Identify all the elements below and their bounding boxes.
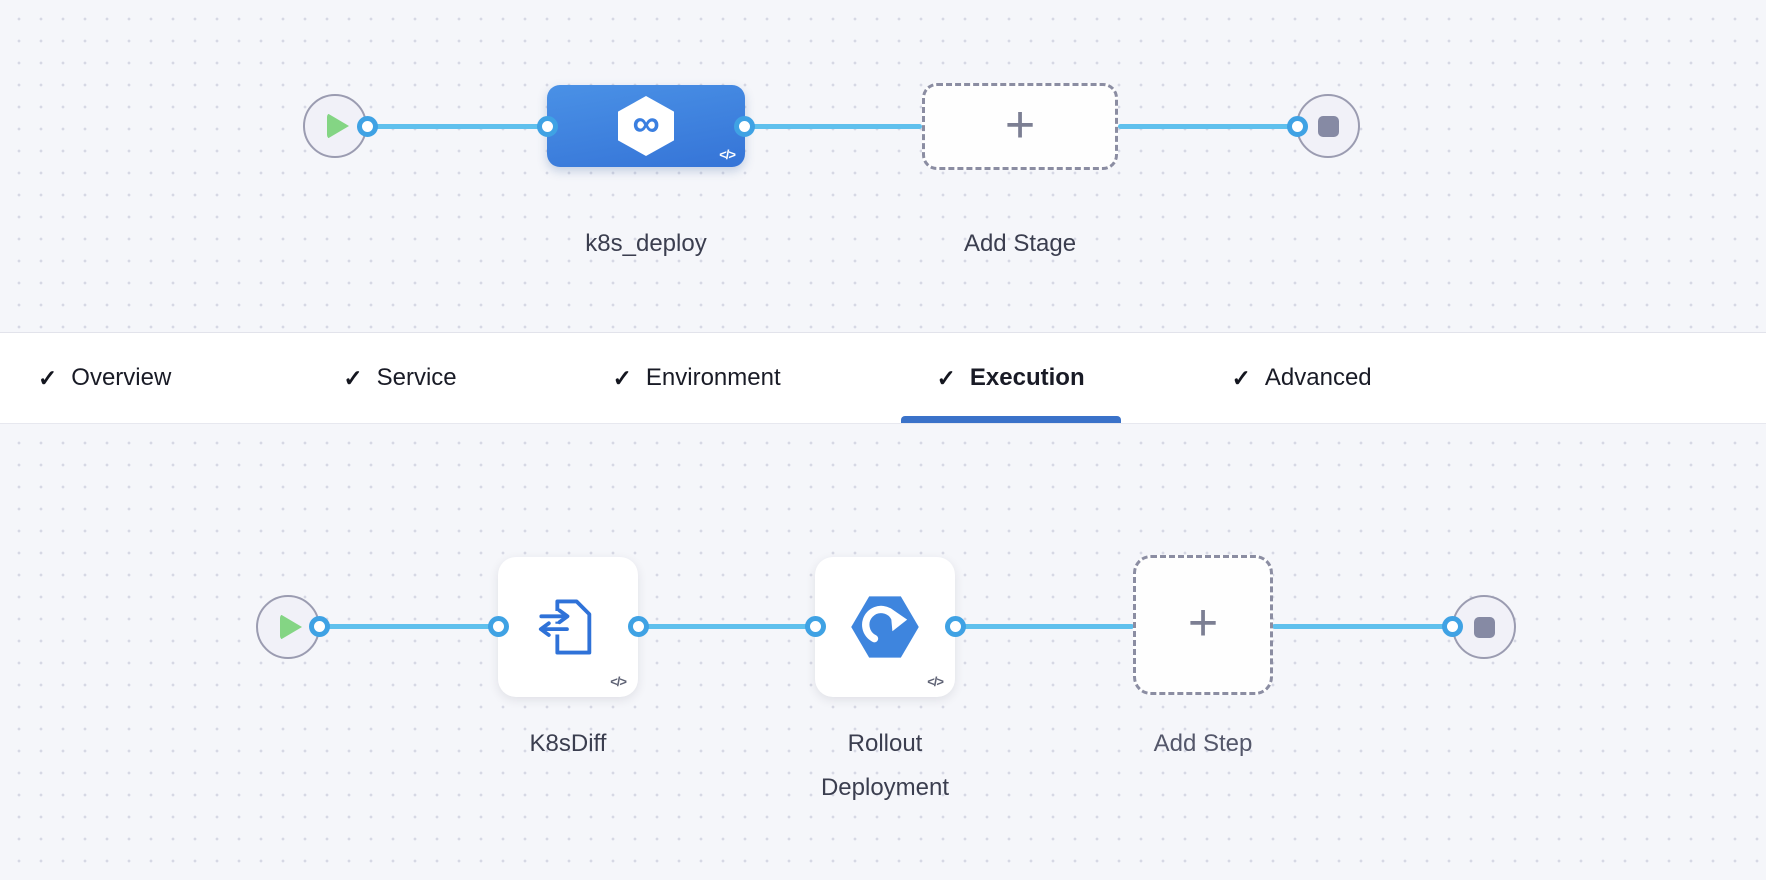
port-start-out — [357, 116, 378, 137]
edge-add-stage-to-end — [1118, 124, 1298, 129]
step-node-rollout-deployment[interactable]: </> — [815, 557, 955, 697]
stage-pipeline-canvas: ∞ </> + k8s_deploy Add Stage — [0, 0, 1766, 332]
check-icon: ✓ — [343, 364, 363, 391]
add-stage-button[interactable]: + — [922, 83, 1118, 170]
port-k8sdiff-out — [628, 616, 649, 637]
port-end-in — [1287, 116, 1308, 137]
tab-label: Service — [376, 364, 457, 391]
edge-stage-to-add-stage — [744, 124, 922, 129]
rollout-deployment-icon — [851, 596, 919, 658]
check-icon: ✓ — [38, 364, 58, 391]
play-icon — [327, 113, 349, 139]
stage-config-tabbar: ✓ Overview ✓ Service ✓ Environment ✓ Exe… — [0, 332, 1766, 424]
tab-environment[interactable]: ✓ Environment — [577, 333, 817, 423]
step-label-rollout-deployment: Rollout Deployment — [820, 730, 950, 802]
add-stage-label: Add Stage — [963, 230, 1077, 257]
edge-rollout-to-add-step — [955, 624, 1134, 629]
execution-steps-canvas: </> </> + K8sDiff Rollout Deployment Add… — [0, 424, 1766, 880]
edge-add-step-to-end — [1272, 624, 1453, 629]
tab-overview[interactable]: ✓ Overview — [2, 333, 207, 423]
stage-node-k8s-deploy[interactable]: ∞ </> — [547, 85, 745, 167]
step-label-k8sdiff: K8sDiff — [529, 730, 607, 757]
tab-advanced[interactable]: ✓ Advanced — [1196, 333, 1408, 423]
tab-label: Overview — [71, 364, 172, 391]
code-badge-icon: </> — [719, 147, 736, 162]
check-icon: ✓ — [612, 364, 632, 391]
stage-label: k8s_deploy — [585, 230, 707, 257]
stop-icon — [1473, 616, 1495, 638]
play-icon — [280, 614, 302, 640]
port-rollout-out — [945, 616, 966, 637]
tab-label: Environment — [645, 364, 781, 391]
tab-service[interactable]: ✓ Service — [307, 333, 492, 423]
execution-start-node — [256, 595, 320, 659]
edge-start-to-stage — [367, 124, 547, 129]
edge-start-to-k8sdiff — [319, 624, 499, 629]
port-rollout-in — [805, 616, 826, 637]
check-icon: ✓ — [936, 364, 956, 391]
stop-icon — [1317, 115, 1339, 137]
harness-stage-icon: ∞ — [618, 96, 674, 156]
check-icon: ✓ — [1231, 364, 1251, 391]
edge-k8sdiff-to-rollout — [638, 624, 816, 629]
pipeline-start-node — [303, 94, 367, 158]
code-badge-icon: </> — [927, 674, 944, 689]
infinity-glyph: ∞ — [632, 103, 660, 145]
tab-label: Advanced — [1264, 364, 1372, 391]
port-start-out — [309, 616, 330, 637]
port-stage-out — [734, 116, 755, 137]
add-step-button[interactable]: + — [1133, 555, 1273, 695]
k8s-diff-icon — [538, 599, 592, 655]
port-stage-in — [537, 116, 558, 137]
tab-execution[interactable]: ✓ Execution — [900, 333, 1121, 423]
port-end-in — [1442, 616, 1463, 637]
add-step-label: Add Step — [1153, 730, 1253, 757]
tab-active-underline — [900, 416, 1121, 423]
plus-icon: + — [1187, 594, 1219, 652]
step-node-k8sdiff[interactable]: </> — [498, 557, 638, 697]
tab-label: Execution — [969, 364, 1085, 391]
port-k8sdiff-in — [488, 616, 509, 637]
plus-icon: + — [1004, 95, 1036, 154]
code-badge-icon: </> — [610, 674, 627, 689]
